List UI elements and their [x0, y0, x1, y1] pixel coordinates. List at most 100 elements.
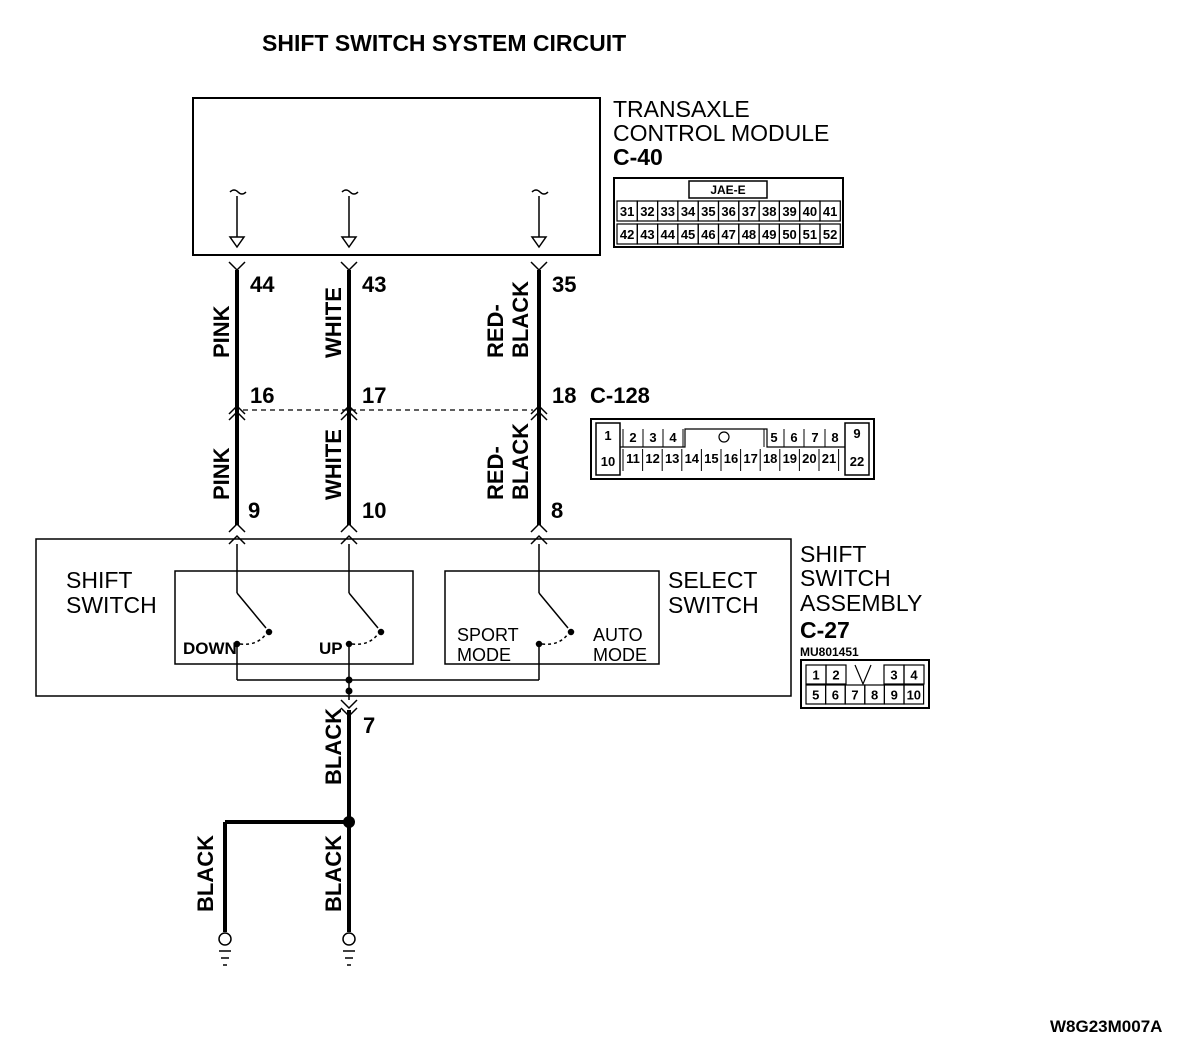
shift-switch-label-line2: SWITCH — [66, 592, 157, 618]
junction-pin-17: 17 — [362, 383, 386, 408]
c40-pin-35: 35 — [701, 204, 715, 219]
c128-pin-18: 18 — [763, 451, 777, 466]
wire-color-black-lower: BLACK — [508, 423, 533, 500]
wire-color-white-upper: WHITE — [321, 287, 346, 358]
wire-color-red-lower: RED- — [483, 446, 508, 500]
c128-dividers — [622, 429, 840, 471]
junction-pin-16: 16 — [250, 383, 274, 408]
c40-pin-51: 51 — [803, 227, 817, 242]
c27-pin-8: 8 — [871, 688, 878, 703]
c128-pin-17: 17 — [743, 451, 757, 466]
c128-pin-1: 1 — [604, 428, 611, 443]
c128-pin-4: 4 — [669, 430, 677, 445]
wire-color-pink-upper: PINK — [209, 305, 234, 358]
auto-mode-label-line1: AUTO — [593, 625, 643, 645]
ground-wire-color-2: BLACK — [321, 835, 346, 912]
c40-pin-44: 44 — [661, 227, 676, 242]
c27-pin-2: 2 — [832, 668, 839, 683]
assembly-label-line2: SWITCH — [800, 565, 891, 591]
ground-symbol-left — [218, 932, 232, 966]
figure-code: W8G23M007A — [1050, 1017, 1162, 1036]
junction-pin-18: 18 — [552, 383, 576, 408]
tcm-label-line1: TRANSAXLE — [613, 96, 750, 122]
diagram-title: SHIFT SWITCH SYSTEM CIRCUIT — [262, 30, 626, 56]
assy-pin-7: 7 — [363, 713, 375, 738]
c128-pin-6: 6 — [790, 430, 797, 445]
assy-pin-9: 9 — [248, 498, 260, 523]
c40-pin-45: 45 — [681, 227, 695, 242]
c40-pin-47: 47 — [721, 227, 735, 242]
c27-pin-10: 10 — [907, 688, 921, 703]
c27-pin-7: 7 — [851, 688, 858, 703]
c128-pin-14: 14 — [685, 451, 700, 466]
terminal-chevrons — [228, 261, 548, 718]
c128-connector-id: C-128 — [590, 383, 650, 408]
assy-pin-10: 10 — [362, 498, 386, 523]
c40-pin-39: 39 — [782, 204, 796, 219]
c40-pin-52: 52 — [823, 227, 837, 242]
assembly-label-line1: SHIFT — [800, 541, 866, 567]
c128-pin-11: 11 — [626, 451, 640, 466]
c40-pin-38: 38 — [762, 204, 776, 219]
c128-pin-3: 3 — [649, 430, 656, 445]
c27-pin-4: 4 — [910, 668, 918, 683]
c27-pin-1: 1 — [812, 668, 819, 683]
c128-pin-9: 9 — [853, 426, 860, 441]
c128-pin-22: 22 — [850, 454, 864, 469]
c40-pin-46: 46 — [701, 227, 715, 242]
shift-up-label: UP — [319, 639, 343, 658]
wire-color-black-upper: BLACK — [508, 281, 533, 358]
wire-color-pink-lower: PINK — [209, 447, 234, 500]
c128-pin-20: 20 — [802, 451, 816, 466]
c128-pin-5: 5 — [770, 430, 777, 445]
ground-symbol-right — [342, 932, 356, 966]
c128-pin-2: 2 — [629, 430, 636, 445]
c40-pin-42: 42 — [620, 227, 634, 242]
c128-pin-8: 8 — [831, 430, 838, 445]
wire-color-white-lower: WHITE — [321, 429, 346, 500]
c128-pin-15: 15 — [704, 451, 718, 466]
shift-switch-box — [174, 570, 414, 665]
tcm-box — [192, 97, 601, 256]
wire-lines — [223, 270, 541, 932]
shift-switch-label-line1: SHIFT — [66, 567, 132, 593]
c27-pin-10-cell — [903, 684, 925, 705]
c128-pin-13: 13 — [665, 451, 679, 466]
assembly-label-line3: ASSEMBLY — [800, 590, 922, 616]
select-switch-label-line1: SELECT — [668, 567, 757, 593]
ground-common-dot — [345, 676, 353, 684]
c40-connector-type: JAE-E — [710, 183, 745, 197]
ground-wire-color-3: BLACK — [193, 835, 218, 912]
select-switch-label-line2: SWITCH — [668, 592, 759, 618]
c40-pin-32: 32 — [640, 204, 654, 219]
c128-pin-7: 7 — [811, 430, 818, 445]
c40-pin-43: 43 — [640, 227, 654, 242]
auto-mode-label-line2: MODE — [593, 645, 647, 665]
tcm-pin-35: 35 — [552, 272, 576, 297]
c128-pin-21: 21 — [822, 451, 836, 466]
ground-common-dot-2 — [345, 687, 353, 695]
switch-contacts — [233, 544, 575, 700]
c128-pin-16: 16 — [724, 451, 738, 466]
sport-mode-label-line1: SPORT — [457, 625, 519, 645]
c40-pin-41-cell — [819, 200, 841, 222]
c40-pin-33: 33 — [661, 204, 675, 219]
c27-pin-6: 6 — [832, 688, 839, 703]
c40-pin-41: 41 — [823, 204, 837, 219]
shift-down-label: DOWN — [183, 639, 237, 658]
c40-pin-34: 34 — [681, 204, 696, 219]
select-switch-box — [444, 570, 660, 665]
tcm-pin-43: 43 — [362, 272, 386, 297]
assy-pin-8: 8 — [551, 498, 563, 523]
c27-pin-5: 5 — [812, 688, 819, 703]
wire-color-red-upper: RED- — [483, 304, 508, 358]
c128-pin-10: 10 — [601, 454, 615, 469]
c27-pin-4-cell — [903, 664, 925, 685]
